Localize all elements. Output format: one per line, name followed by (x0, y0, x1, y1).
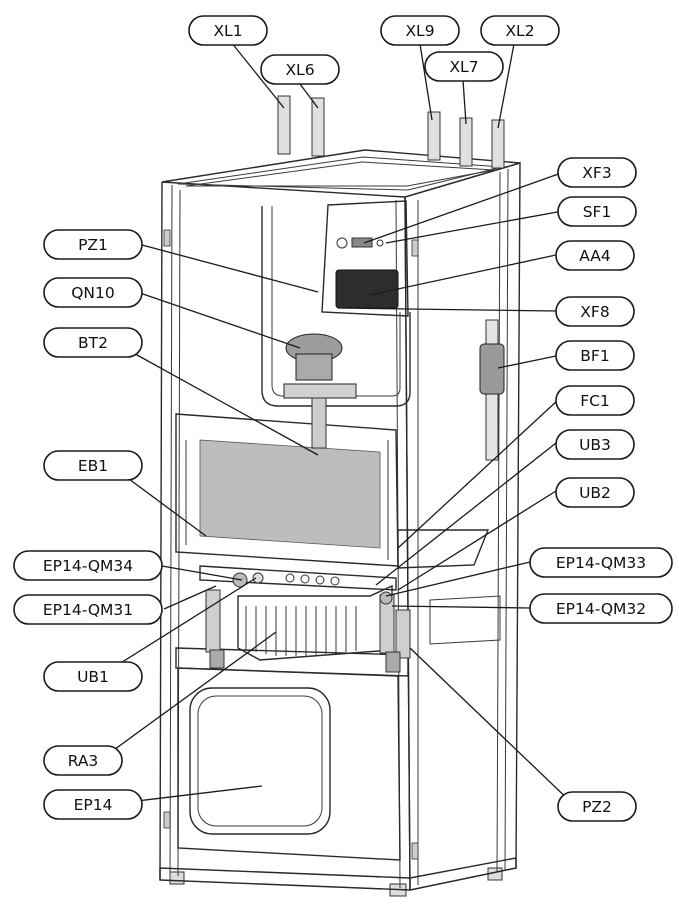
leader-pz1 (141, 244, 319, 293)
label-bt2-text: BT2 (78, 334, 108, 352)
label-pz1: PZ1 (43, 229, 143, 260)
label-eb1: EB1 (43, 450, 143, 481)
label-ep14: EP14 (43, 789, 143, 820)
label-fc1-text: FC1 (580, 392, 610, 410)
leader-ep14-qm32 (391, 605, 531, 609)
label-bt2: BT2 (43, 327, 143, 358)
label-xl9-text: XL9 (405, 22, 434, 40)
leader-xl9 (419, 43, 433, 121)
label-xl7-text: XL7 (449, 58, 478, 76)
leader-ra3 (99, 631, 277, 761)
leader-xl7 (462, 79, 467, 125)
label-ep14-qm34: EP14-QM34 (13, 550, 163, 581)
leader-xl6 (299, 83, 319, 109)
label-xf3: XF3 (557, 157, 637, 188)
label-fc1: FC1 (555, 385, 635, 416)
label-ep14-qm34-text: EP14-QM34 (43, 557, 133, 575)
leader-bt2 (127, 349, 319, 456)
leader-pz2 (409, 647, 576, 807)
label-pz1-text: PZ1 (78, 236, 108, 254)
label-bf1-text: BF1 (580, 347, 609, 365)
leader-ep14-qm34 (161, 565, 243, 581)
leader-ub2 (397, 490, 557, 591)
label-xl9: XL9 (380, 15, 460, 46)
label-aa4-text: AA4 (579, 247, 611, 265)
label-ep14-qm32: EP14-QM32 (529, 593, 673, 624)
leader-ub3 (375, 442, 557, 586)
label-xf8-text: XF8 (580, 303, 609, 321)
label-ep14-text: EP14 (74, 796, 113, 814)
label-ub1-text: UB1 (77, 668, 109, 686)
leader-ep14-qm31 (163, 585, 217, 610)
label-xl1-text: XL1 (213, 22, 242, 40)
label-ra3-text: RA3 (68, 752, 99, 770)
label-eb1-text: EB1 (78, 457, 108, 475)
label-aa4: AA4 (555, 240, 635, 271)
callout-labels: XL1 XL6 XL9 XL7 XL2 XF3 SF1 AA4 (13, 15, 673, 822)
label-ep14-qm33: EP14-QM33 (529, 547, 673, 578)
label-sf1: SF1 (557, 196, 637, 227)
label-sf1-text: SF1 (583, 203, 612, 221)
label-pz2: PZ2 (557, 791, 637, 822)
label-ub1: UB1 (43, 661, 143, 692)
label-ep14-qm31-text: EP14-QM31 (43, 601, 133, 619)
label-xl2: XL2 (480, 15, 560, 46)
label-xl6-text: XL6 (285, 61, 314, 79)
label-ep14-qm33-text: EP14-QM33 (556, 554, 646, 572)
label-bf1: BF1 (555, 340, 635, 371)
label-ub2: UB2 (555, 477, 635, 508)
label-qn10-text: QN10 (71, 284, 115, 302)
label-xf8: XF8 (555, 296, 635, 327)
leader-bf1 (497, 355, 557, 369)
leader-xl1 (230, 41, 285, 109)
label-ep14-qm32-text: EP14-QM32 (556, 600, 646, 618)
leader-fc1 (397, 399, 559, 549)
leader-ub1 (99, 577, 257, 677)
label-xl2-text: XL2 (505, 22, 534, 40)
leader-xl2 (497, 43, 515, 129)
leader-aa4 (369, 254, 557, 296)
leader-xf3 (363, 171, 565, 244)
leader-qn10 (139, 292, 301, 349)
label-xl7: XL7 (424, 51, 504, 82)
label-xl6: XL6 (260, 54, 340, 85)
label-ub3: UB3 (555, 429, 635, 460)
label-ep14-qm31: EP14-QM31 (13, 594, 163, 625)
label-xf3-text: XF3 (582, 164, 611, 182)
label-qn10: QN10 (43, 277, 143, 308)
leader-xf8 (337, 307, 557, 312)
label-pz2-text: PZ2 (582, 798, 612, 816)
label-ub3-text: UB3 (579, 436, 611, 454)
heat-pump-cabinet-illustration (159, 95, 521, 897)
label-ra3: RA3 (43, 745, 123, 776)
leader-sf1 (385, 210, 564, 244)
leader-ep14-qm33 (385, 561, 531, 597)
label-ub2-text: UB2 (579, 484, 611, 502)
label-xl1: XL1 (188, 15, 268, 46)
leader-lines (99, 41, 576, 807)
